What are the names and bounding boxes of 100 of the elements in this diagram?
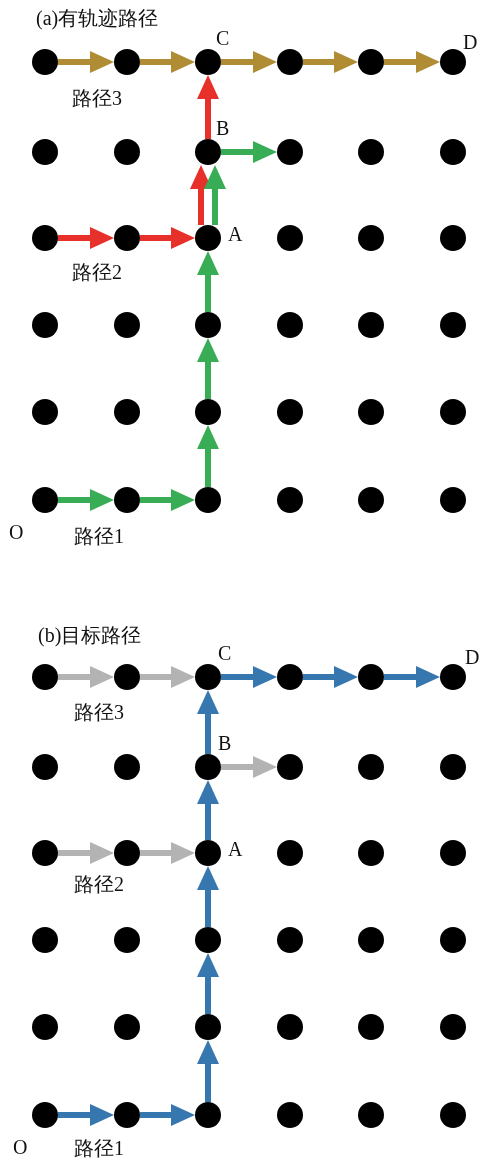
arrow [58, 842, 114, 864]
grid-dot [114, 487, 140, 513]
grid-dot [440, 487, 466, 513]
grid-dot [277, 1014, 303, 1040]
point-label: O [9, 522, 24, 542]
arrow [221, 666, 277, 688]
arrow [197, 1040, 219, 1102]
arrow [140, 489, 195, 511]
grid-dot [277, 139, 303, 165]
grid-dot [32, 312, 58, 338]
grid-dot [277, 664, 303, 690]
grid-dot [195, 754, 221, 780]
grid-dot [195, 49, 221, 75]
grid-dot [114, 399, 140, 425]
arrow [221, 51, 277, 73]
arrow [384, 666, 440, 688]
grid-dot [114, 840, 140, 866]
point-label: A [228, 224, 243, 244]
grid-dot [32, 139, 58, 165]
arrow [140, 1104, 195, 1126]
grid-dot [114, 1102, 140, 1128]
grid-dot [195, 1102, 221, 1128]
path-label: 路径3 [72, 88, 122, 108]
grid-dot [32, 1014, 58, 1040]
arrow [303, 666, 358, 688]
grid-dot [277, 754, 303, 780]
grid-dot [440, 927, 466, 953]
grid-dot [358, 1102, 384, 1128]
point-label: C [216, 28, 230, 48]
grid-dot [440, 754, 466, 780]
grid-dot [440, 1014, 466, 1040]
path-label: 路径2 [74, 874, 124, 894]
grid-dot [277, 49, 303, 75]
arrow [303, 51, 358, 73]
grid-dot [358, 399, 384, 425]
grid-dot [440, 225, 466, 251]
arrow [140, 842, 195, 864]
grid-dot [195, 840, 221, 866]
arrow [197, 251, 219, 312]
grid-dot [358, 487, 384, 513]
grid-dot [114, 139, 140, 165]
grid-dot [195, 312, 221, 338]
grid-dot [277, 225, 303, 251]
grid-dot [440, 312, 466, 338]
grid-dot [32, 754, 58, 780]
point-label: A [228, 839, 243, 859]
point-label: D [463, 32, 478, 52]
grid-dot [440, 399, 466, 425]
arrow [204, 165, 226, 225]
grid-dot [277, 399, 303, 425]
grid-dot [32, 1102, 58, 1128]
arrow [58, 51, 114, 73]
path-label: 路径3 [74, 702, 124, 722]
arrow [197, 75, 219, 139]
arrow [197, 866, 219, 927]
arrow [197, 780, 219, 840]
grid-dot [440, 664, 466, 690]
path-label: 路径1 [74, 1138, 124, 1158]
grid-dot [195, 664, 221, 690]
arrow [140, 227, 195, 249]
grid-dot [277, 487, 303, 513]
grid-dot [114, 225, 140, 251]
grid-dot [440, 49, 466, 75]
grid-dot [195, 139, 221, 165]
grid-dot [358, 927, 384, 953]
arrow [197, 690, 219, 754]
panel-title: (b)目标路径 [38, 625, 142, 645]
grid-dot [277, 312, 303, 338]
grid-dot [358, 139, 384, 165]
grid-dot [358, 312, 384, 338]
grid-dot [32, 927, 58, 953]
grid-dot [32, 399, 58, 425]
grid-dot [277, 1102, 303, 1128]
grid-dot [358, 49, 384, 75]
grid-dot [114, 754, 140, 780]
grid-dot [440, 840, 466, 866]
arrow [140, 51, 195, 73]
grid-dot [32, 487, 58, 513]
path-label: 路径2 [72, 262, 122, 282]
grid-dot [114, 664, 140, 690]
grid-dot [440, 1102, 466, 1128]
grid-dot [358, 225, 384, 251]
grid-dot [114, 927, 140, 953]
point-label: B [216, 118, 230, 138]
point-label: B [218, 733, 232, 753]
arrow [140, 666, 195, 688]
grid-dot [32, 840, 58, 866]
arrow [221, 756, 277, 778]
grid-dot [277, 840, 303, 866]
grid-dot [32, 225, 58, 251]
arrow [221, 141, 277, 163]
grid-dot [32, 664, 58, 690]
grid-dot [358, 754, 384, 780]
grid-dot [114, 312, 140, 338]
grid-dot [358, 664, 384, 690]
grid-dot [440, 139, 466, 165]
arrow [197, 953, 219, 1014]
grid-dot [195, 399, 221, 425]
grid-dot [32, 49, 58, 75]
grid-dot [114, 1014, 140, 1040]
